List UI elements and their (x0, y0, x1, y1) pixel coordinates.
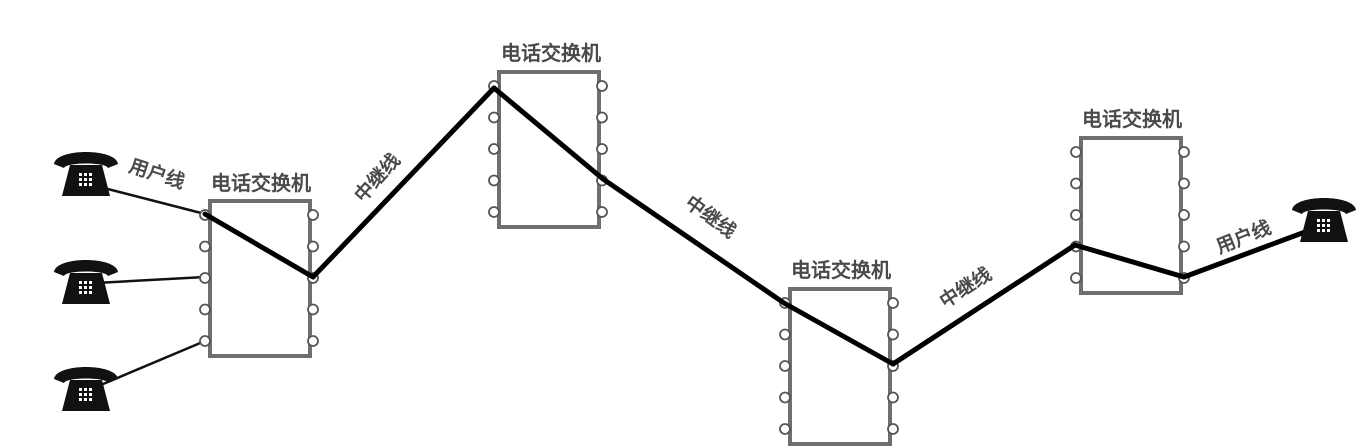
switch-4-internal-route (1072, 242, 1187, 280)
trunk-line-1 (310, 85, 497, 280)
switch-2-internal-route (491, 85, 606, 182)
switch-1-port-right-1 (307, 209, 319, 221)
switch-3-port-right-1 (887, 297, 899, 309)
trunk-line-2 (600, 176, 787, 306)
switch-3-port-right-2 (887, 328, 899, 341)
label-trunk-2: 中继线 (681, 191, 741, 243)
switch-3-port-left-2 (779, 328, 791, 341)
telephones (54, 152, 1356, 411)
switch-2-port-right-2 (596, 111, 608, 124)
switch-4-port-left-5 (1070, 272, 1082, 284)
switch-1-port-left-5 (199, 335, 211, 347)
switch-1-port-right-4 (307, 303, 319, 316)
switch-4-port-right-1 (1178, 146, 1190, 158)
switch-2-port-right-1 (596, 80, 608, 92)
switch-4-port-right-2 (1178, 177, 1190, 190)
switch-1-port-left-2 (199, 240, 211, 253)
switch-2-port-left-4 (488, 174, 500, 187)
switch-ports (199, 80, 1190, 435)
switch-3-port-right-4 (887, 391, 899, 404)
switch-1-port-left-3 (199, 272, 211, 284)
switch-3-port-left-5 (779, 423, 791, 435)
switch-2-port-right-3 (596, 143, 608, 155)
switch-2-port-right-5 (596, 206, 608, 218)
switch-1-port-right-2 (307, 240, 319, 253)
telephone-icon (54, 367, 118, 411)
switch-title-3: 电话交换机 (791, 258, 891, 282)
switch-4-port-right-3 (1178, 209, 1190, 221)
switch-4-port-left-1 (1070, 146, 1082, 158)
switch-2-port-left-2 (488, 111, 500, 124)
switch-3-port-left-4 (779, 391, 791, 404)
switch-2-port-left-3 (488, 143, 500, 155)
switch-1-internal-route (202, 211, 316, 280)
switch-title-4: 电话交换机 (1082, 107, 1182, 131)
switch-title-2: 电话交换机 (501, 41, 601, 65)
switch-1-port-left-4 (199, 303, 211, 316)
user-line-phone-1 (95, 184, 206, 216)
switch-4-port-left-2 (1070, 177, 1082, 190)
switch-4-port-left-3 (1070, 209, 1082, 221)
user-line-right (1181, 229, 1308, 280)
switch-3-port-left-3 (779, 360, 791, 372)
label-trunk-1: 中继线 (350, 149, 405, 207)
telephone-icon (54, 152, 118, 196)
user-line-phone-2 (95, 275, 206, 285)
label-user-line-right: 用户线 (1213, 216, 1274, 259)
switch-2-port-left-5 (488, 206, 500, 218)
switch-title-1: 电话交换机 (211, 171, 311, 195)
switch-3-port-right-5 (887, 423, 899, 435)
label-user-line-left: 用户线 (126, 154, 187, 193)
switch-box-2 (497, 70, 601, 229)
trunk-line-3 (890, 242, 1078, 367)
telephone-icon (54, 260, 118, 304)
switch-3-internal-route (781, 300, 896, 367)
switch-4-port-right-4 (1178, 240, 1190, 253)
telephone-icon (1292, 198, 1356, 242)
switch-1-port-right-5 (307, 335, 319, 347)
